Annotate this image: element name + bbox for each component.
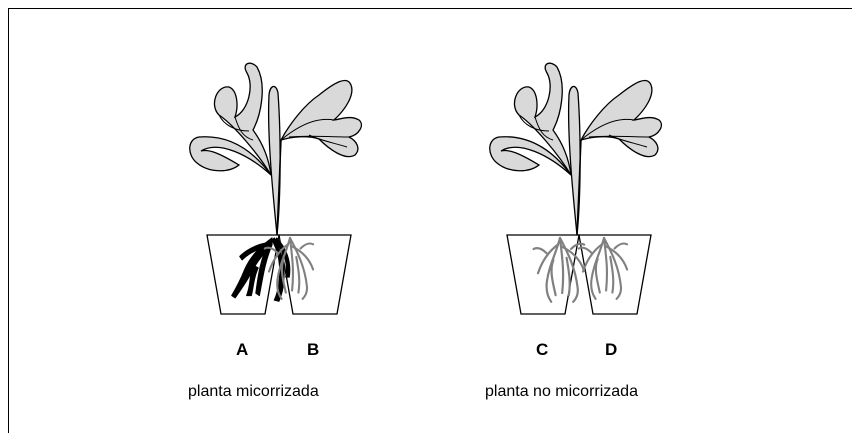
caption-mycorrhizal: planta micorrizada	[188, 383, 319, 401]
plant-non-mycorrhizal	[490, 63, 662, 314]
pot-label-b: B	[307, 340, 319, 360]
pot-label-c: C	[536, 340, 548, 360]
plant-mycorrhizal	[190, 63, 362, 314]
pot-label-d: D	[605, 340, 617, 360]
pot-label-a: A	[236, 340, 248, 360]
caption-non-mycorrhizal: planta no micorrizada	[485, 383, 638, 401]
shoot-plant-1	[190, 63, 362, 235]
shoot-plant-2	[490, 63, 662, 235]
